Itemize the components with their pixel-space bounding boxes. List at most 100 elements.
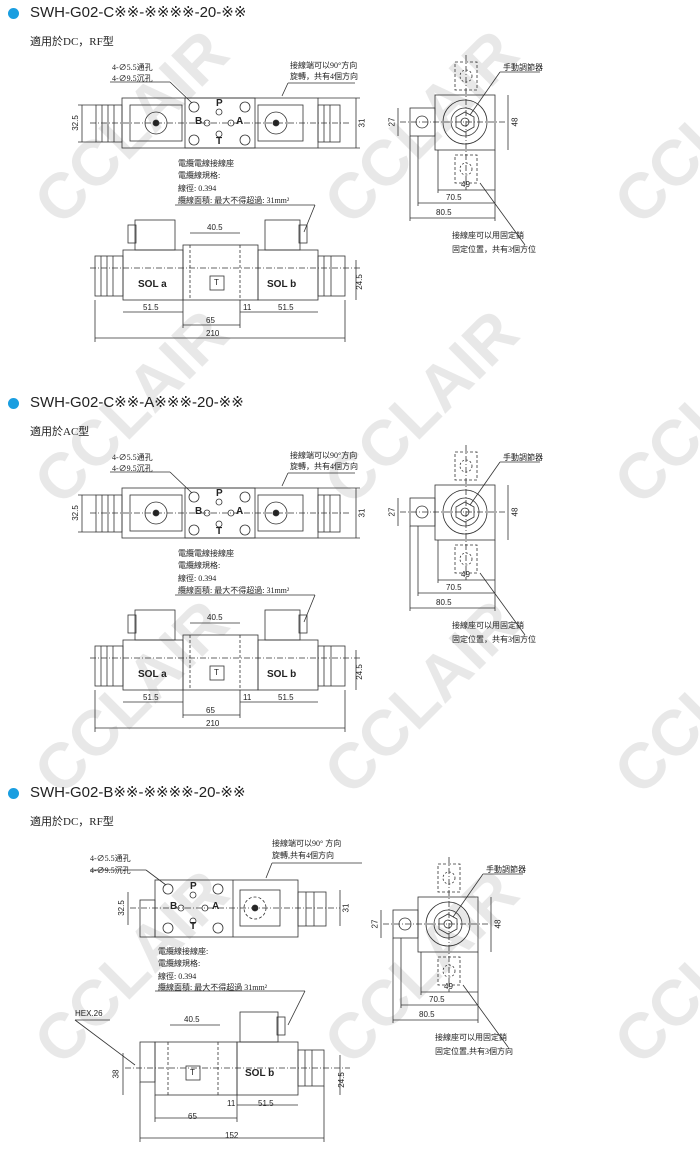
cable-note-3: 線徑: 0.394 xyxy=(178,184,217,193)
end-view xyxy=(397,445,540,636)
dim-51-5-right: 51.5 xyxy=(278,693,294,702)
dim-11: 11 xyxy=(243,303,252,312)
dim-51-5-left: 51.5 xyxy=(143,693,159,702)
dim-32-5: 32.5 xyxy=(70,115,80,131)
cable-note-1: 電纜電線接線座 xyxy=(178,159,234,168)
dim-32-5: 32.5 xyxy=(116,900,126,916)
pin-note-1: 接線座可以用固定銷 xyxy=(452,231,524,240)
section-subtitle: 適用於DC，RF型 xyxy=(30,36,114,48)
section-single-solenoid-dc: SWH-G02-B※※-※※※※-20-※※ 適用於DC，RF型 4-∅5.5通孔… xyxy=(0,780,700,1150)
dim-80-5: 80.5 xyxy=(436,208,452,217)
port-b: B xyxy=(195,506,203,517)
dim-70-5: 70.5 xyxy=(446,193,462,202)
dim-70-5: 70.5 xyxy=(429,995,445,1004)
hole-thru-note: 4-∅5.5通孔 xyxy=(112,453,153,462)
bullet-icon xyxy=(8,8,19,19)
dim-38: 38 xyxy=(111,1069,121,1079)
hex-note: HEX.26 xyxy=(75,1009,103,1018)
port-t: T xyxy=(190,921,197,932)
hole-thru-note: 4-∅5.5通孔 xyxy=(112,63,153,72)
dimension-drawing xyxy=(78,445,540,732)
manual-adjuster-note: 手動調節器 xyxy=(503,63,543,72)
dim-49: 49 xyxy=(461,180,470,189)
dim-48: 48 xyxy=(510,117,520,127)
dim-80-5: 80.5 xyxy=(419,1010,435,1019)
sol-a-label: SOL a xyxy=(138,279,167,290)
dim-49: 49 xyxy=(461,570,470,579)
port-b: B xyxy=(195,116,203,127)
terminal-rotate-note-1: 接線端可以90° 方向 xyxy=(272,839,342,848)
front-view xyxy=(90,204,360,342)
terminal-rotate-note-1: 接線端可以90°方向 xyxy=(290,451,358,460)
dim-70-5: 70.5 xyxy=(446,583,462,592)
pin-note-2: 固定位置，共有3個方位 xyxy=(452,245,536,254)
dim-24-5: 24.5 xyxy=(336,1072,346,1088)
dim-total: 210 xyxy=(206,329,220,338)
end-view xyxy=(380,857,523,1048)
dimension-drawing xyxy=(78,55,540,342)
cable-note-2: 電纜線規格: xyxy=(158,959,201,968)
sol-b-label: SOL b xyxy=(267,669,297,680)
dimension-drawing xyxy=(74,857,523,1142)
hole-counterbore-note: 4-∅9.5沉孔 xyxy=(90,866,131,875)
cable-note-1: 電纜電線接線座 xyxy=(178,549,234,558)
dim-27: 27 xyxy=(387,507,397,517)
terminal-rotate-note-2: 旋轉，共有4個方向 xyxy=(290,72,358,81)
port-a: A xyxy=(236,506,244,517)
top-view xyxy=(90,862,362,938)
dim-24-5: 24.5 xyxy=(354,274,364,290)
dim-31: 31 xyxy=(357,118,367,128)
dim-total: 210 xyxy=(206,719,220,728)
bullet-icon xyxy=(8,788,19,799)
dim-65: 65 xyxy=(188,1112,197,1121)
pin-note-1: 接線座可以用固定銷 xyxy=(452,621,524,630)
dim-48: 48 xyxy=(510,507,520,517)
dim-40-5: 40.5 xyxy=(184,1015,200,1024)
dim-65: 65 xyxy=(206,706,215,715)
end-view xyxy=(397,55,540,246)
cable-note-3: 線徑: 0.394 xyxy=(158,972,197,981)
pin-note-1: 接線座可以用固定銷 xyxy=(435,1033,507,1042)
dim-51-5-left: 51.5 xyxy=(143,303,159,312)
dim-27: 27 xyxy=(370,919,380,929)
t-box-label: T xyxy=(214,668,219,677)
manual-adjuster-note: 手動調節器 xyxy=(486,865,526,874)
sol-b-label: SOL b xyxy=(245,1068,275,1079)
dim-49: 49 xyxy=(444,982,453,991)
cable-note-2: 電纜線規格: xyxy=(178,171,221,180)
cable-note-1: 電纜線接線座: xyxy=(158,947,209,956)
dim-65: 65 xyxy=(206,316,215,325)
dim-51-5: 51.5 xyxy=(258,1099,274,1108)
front-view xyxy=(90,594,360,732)
dim-31: 31 xyxy=(341,903,351,913)
section-title: SWH-G02-B※※-※※※※-20-※※ xyxy=(30,784,246,801)
cable-note-3: 線徑: 0.394 xyxy=(178,574,217,583)
pin-note-2: 固定位置,共有3個方向 xyxy=(435,1047,513,1056)
dim-80-5: 80.5 xyxy=(436,598,452,607)
port-a: A xyxy=(212,901,220,912)
section-subtitle: 適用於DC，RF型 xyxy=(30,816,114,828)
pin-note-2: 固定位置，共有3個方位 xyxy=(452,635,536,644)
dim-total: 152 xyxy=(225,1131,239,1140)
bullet-icon xyxy=(8,398,19,409)
cable-note-2: 電纜線規格: xyxy=(178,561,221,570)
section-title: SWH-G02-C※※-A※※※-20-※※ xyxy=(30,394,244,411)
hole-thru-note: 4-∅5.5通孔 xyxy=(90,854,131,863)
port-b: B xyxy=(170,901,178,912)
dim-27: 27 xyxy=(387,117,397,127)
sol-b-label: SOL b xyxy=(267,279,297,290)
dim-24-5: 24.5 xyxy=(354,664,364,680)
top-view xyxy=(78,81,360,149)
cable-note-4: 纜線面積: 最大不得超過: 31mm² xyxy=(178,586,290,595)
dim-48: 48 xyxy=(493,919,503,929)
hole-counterbore-note: 4-∅9.5沉孔 xyxy=(112,464,153,473)
port-p: P xyxy=(216,98,223,109)
terminal-rotate-note-2: 旋轉，共有4個方向 xyxy=(290,462,358,471)
manual-adjuster-note: 手動調節器 xyxy=(503,453,543,462)
dim-11: 11 xyxy=(227,1099,236,1108)
terminal-rotate-note-2: 旋轉,共有4個方向 xyxy=(272,851,334,860)
port-t: T xyxy=(216,136,223,147)
